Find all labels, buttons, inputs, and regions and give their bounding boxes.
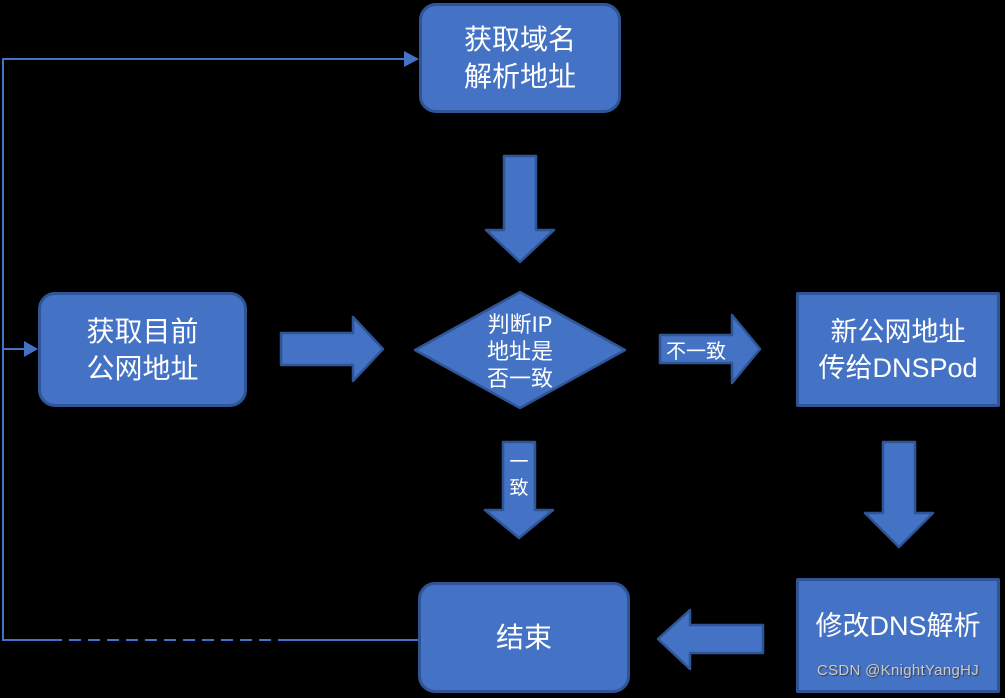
node-label-line: 获取目前 (86, 315, 199, 347)
node-get-public-addr: 获取目前 公网地址 (38, 292, 247, 407)
edge-label-line: 致 (509, 478, 529, 499)
arrow-left-to-diamond-icon (279, 315, 385, 383)
edge-label-equal: 一 致 (502, 450, 536, 502)
decision-diamond-shape (413, 290, 627, 410)
loop-arrowhead-to-left-box-icon (24, 341, 38, 357)
node-get-domain-addr: 获取域名 解析地址 (419, 3, 621, 113)
node-label-line: 结束 (495, 622, 552, 653)
arrow-top-to-diamond-icon (484, 154, 556, 264)
node-judge-ip-label: 判断IP 地址是 否一致 (450, 311, 590, 392)
node-label-line: 解析地址 (463, 61, 576, 92)
edge-label-not-equal: 不一致 (666, 340, 726, 363)
node-send-dnspod: 新公网地址 传给DNSPod (796, 292, 1000, 407)
node-label-line: 新公网地址 (830, 316, 966, 347)
node-label-line: 地址是 (486, 339, 553, 364)
arrow-right-down-icon (863, 440, 935, 549)
node-modify-dns: 修改DNS解析 (796, 578, 1000, 693)
node-label-line: 公网地址 (86, 352, 199, 384)
node-label-line: 否一致 (486, 366, 553, 391)
node-label-line: 修改DNS解析 (815, 611, 981, 641)
arrow-not-equal-icon (658, 313, 762, 385)
csdn-watermark: CSDN @KnightYangHJ (816, 662, 980, 679)
node-label-line: 判断IP (487, 312, 553, 337)
loop-arrowhead-to-top-box-icon (404, 51, 419, 67)
node-label-line: 获取域名 (463, 24, 576, 55)
node-end: 结束 (418, 582, 630, 693)
edge-label-line: 一 (509, 452, 529, 473)
arrow-equal-down-icon (483, 440, 555, 540)
node-label-line: 传给DNSPod (818, 352, 978, 383)
arrow-modify-to-end-icon (656, 608, 765, 671)
